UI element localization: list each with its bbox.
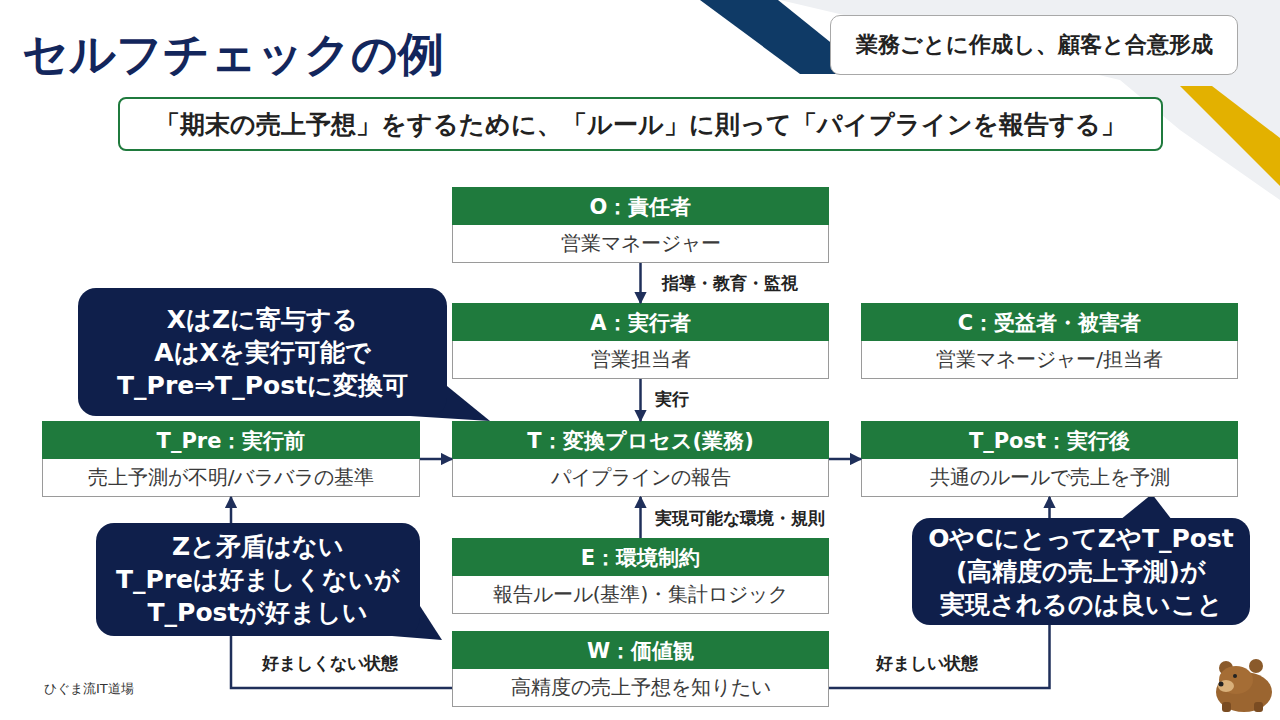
box-body: パイプラインの報告	[452, 459, 829, 497]
callout-tail	[1120, 494, 1172, 520]
connector-arrow	[420, 458, 452, 461]
callout-text: Zと矛盾はない T_Preは好ましくないが T_Postが好ましい	[108, 530, 408, 629]
connector-arrow	[639, 497, 642, 538]
note-text: 業務ごとに作成し、顧客と合意形成	[856, 30, 1213, 60]
box-heading: T_Post：実行後	[861, 421, 1238, 459]
box-heading: W：価値観	[452, 631, 829, 669]
footer-label: ひぐま流IT道場	[44, 680, 134, 698]
callout-text: OやCにとってZやT_Post (高精度の売上予測)が 実現されるのは良いこと	[924, 522, 1238, 621]
note-box: 業務ごとに作成し、顧客と合意形成	[830, 15, 1238, 75]
box-body: 報告ルール(基準)・集計ロジック	[452, 576, 829, 614]
box-heading: T：変換プロセス(業務)	[452, 421, 829, 459]
purpose-text: 「期末の売上予想」をするために、「ルール」に則って「パイプラインを報告する」	[155, 108, 1126, 141]
edge-label: 指導・教育・監視	[662, 272, 798, 295]
slide-title: セルフチェックの例	[22, 24, 444, 86]
box-heading: E：環境制約	[452, 538, 829, 576]
process-box: E：環境制約報告ルール(基準)・集計ロジック	[452, 538, 829, 614]
navy-stripe	[700, 0, 850, 74]
purpose-box: 「期末の売上予想」をするために、「ルール」に則って「パイプラインを報告する」	[118, 97, 1163, 151]
process-box: O：責任者営業マネージャー	[452, 187, 829, 263]
process-box: T_Pre：実行前売上予測が不明/バラバラの基準	[42, 421, 420, 497]
box-heading: T_Pre：実行前	[42, 421, 420, 459]
box-body: 営業マネージャー	[452, 225, 829, 263]
box-body: 売上予測が不明/バラバラの基準	[42, 459, 420, 497]
process-box: T：変換プロセス(業務)パイプラインの報告	[452, 421, 829, 497]
connector-arrow	[829, 458, 861, 461]
box-body: 営業担当者	[452, 341, 829, 379]
callout-text: XはZに寄与する AはXを実行可能で T_Pre⇒T_Postに変換可	[90, 303, 435, 402]
box-heading: C：受益者・被害者	[861, 303, 1238, 341]
edge-label: 好ましい状態	[876, 652, 978, 675]
box-body: 共通のルールで売上を予測	[861, 459, 1238, 497]
box-body: 高精度の売上予想を知りたい	[452, 669, 829, 707]
process-box: C：受益者・被害者営業マネージャー/担当者	[861, 303, 1238, 379]
connector-arrow	[639, 379, 642, 421]
yellow-stripe	[1180, 86, 1280, 186]
callout-bubble: OやCにとってZやT_Post (高精度の売上予測)が 実現されるのは良いこと	[912, 518, 1250, 625]
box-heading: A：実行者	[452, 303, 829, 341]
process-box: A：実行者営業担当者	[452, 303, 829, 379]
box-body: 営業マネージャー/担当者	[861, 341, 1238, 379]
process-box: T_Post：実行後共通のルールで売上を予測	[861, 421, 1238, 497]
callout-bubble: XはZに寄与する AはXを実行可能で T_Pre⇒T_Postに変換可	[78, 288, 447, 416]
callout-bubble: Zと矛盾はない T_Preは好ましくないが T_Postが好ましい	[96, 523, 420, 636]
edge-label: 好ましくない状態	[262, 652, 398, 675]
process-box: W：価値観高精度の売上予想を知りたい	[452, 631, 829, 707]
box-heading: O：責任者	[452, 187, 829, 225]
connector-arrow	[639, 263, 642, 303]
edge-label: 実現可能な環境・規則	[655, 507, 825, 530]
bear-illustration	[1216, 659, 1272, 712]
edge-label: 実行	[655, 388, 689, 411]
